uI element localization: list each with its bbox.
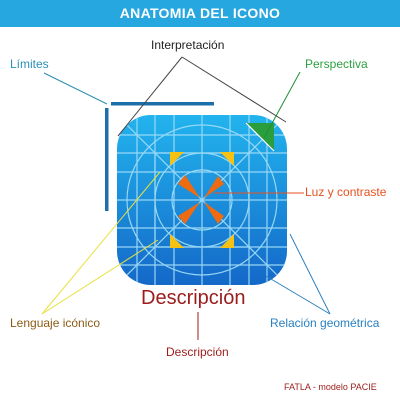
icon-description-title: Descripción	[141, 287, 246, 309]
center-triangles	[178, 175, 224, 224]
credit-text: FATLA - modelo PACIE	[284, 382, 377, 392]
leader-lines	[41, 56, 331, 340]
icon-grid	[117, 115, 287, 285]
label-limites: Límites	[10, 57, 49, 71]
header-bar: ANATOMIA DEL ICONO	[0, 0, 400, 27]
label-luz-contraste: Luz y contraste	[305, 185, 387, 199]
corner-wedges	[170, 152, 234, 248]
header-title: ANATOMIA DEL ICONO	[119, 5, 281, 21]
limit-bracket-vertical	[105, 108, 109, 211]
label-relacion-geometrica: Relación geométrica	[270, 316, 380, 330]
label-lenguaje-iconico: Lenguaje icónico	[10, 316, 101, 330]
label-interpretacion: Interpretación	[151, 38, 225, 52]
label-descripcion: Descripción	[166, 345, 229, 359]
label-perspectiva: Perspectiva	[305, 57, 368, 71]
limit-bracket-horizontal	[111, 102, 214, 106]
